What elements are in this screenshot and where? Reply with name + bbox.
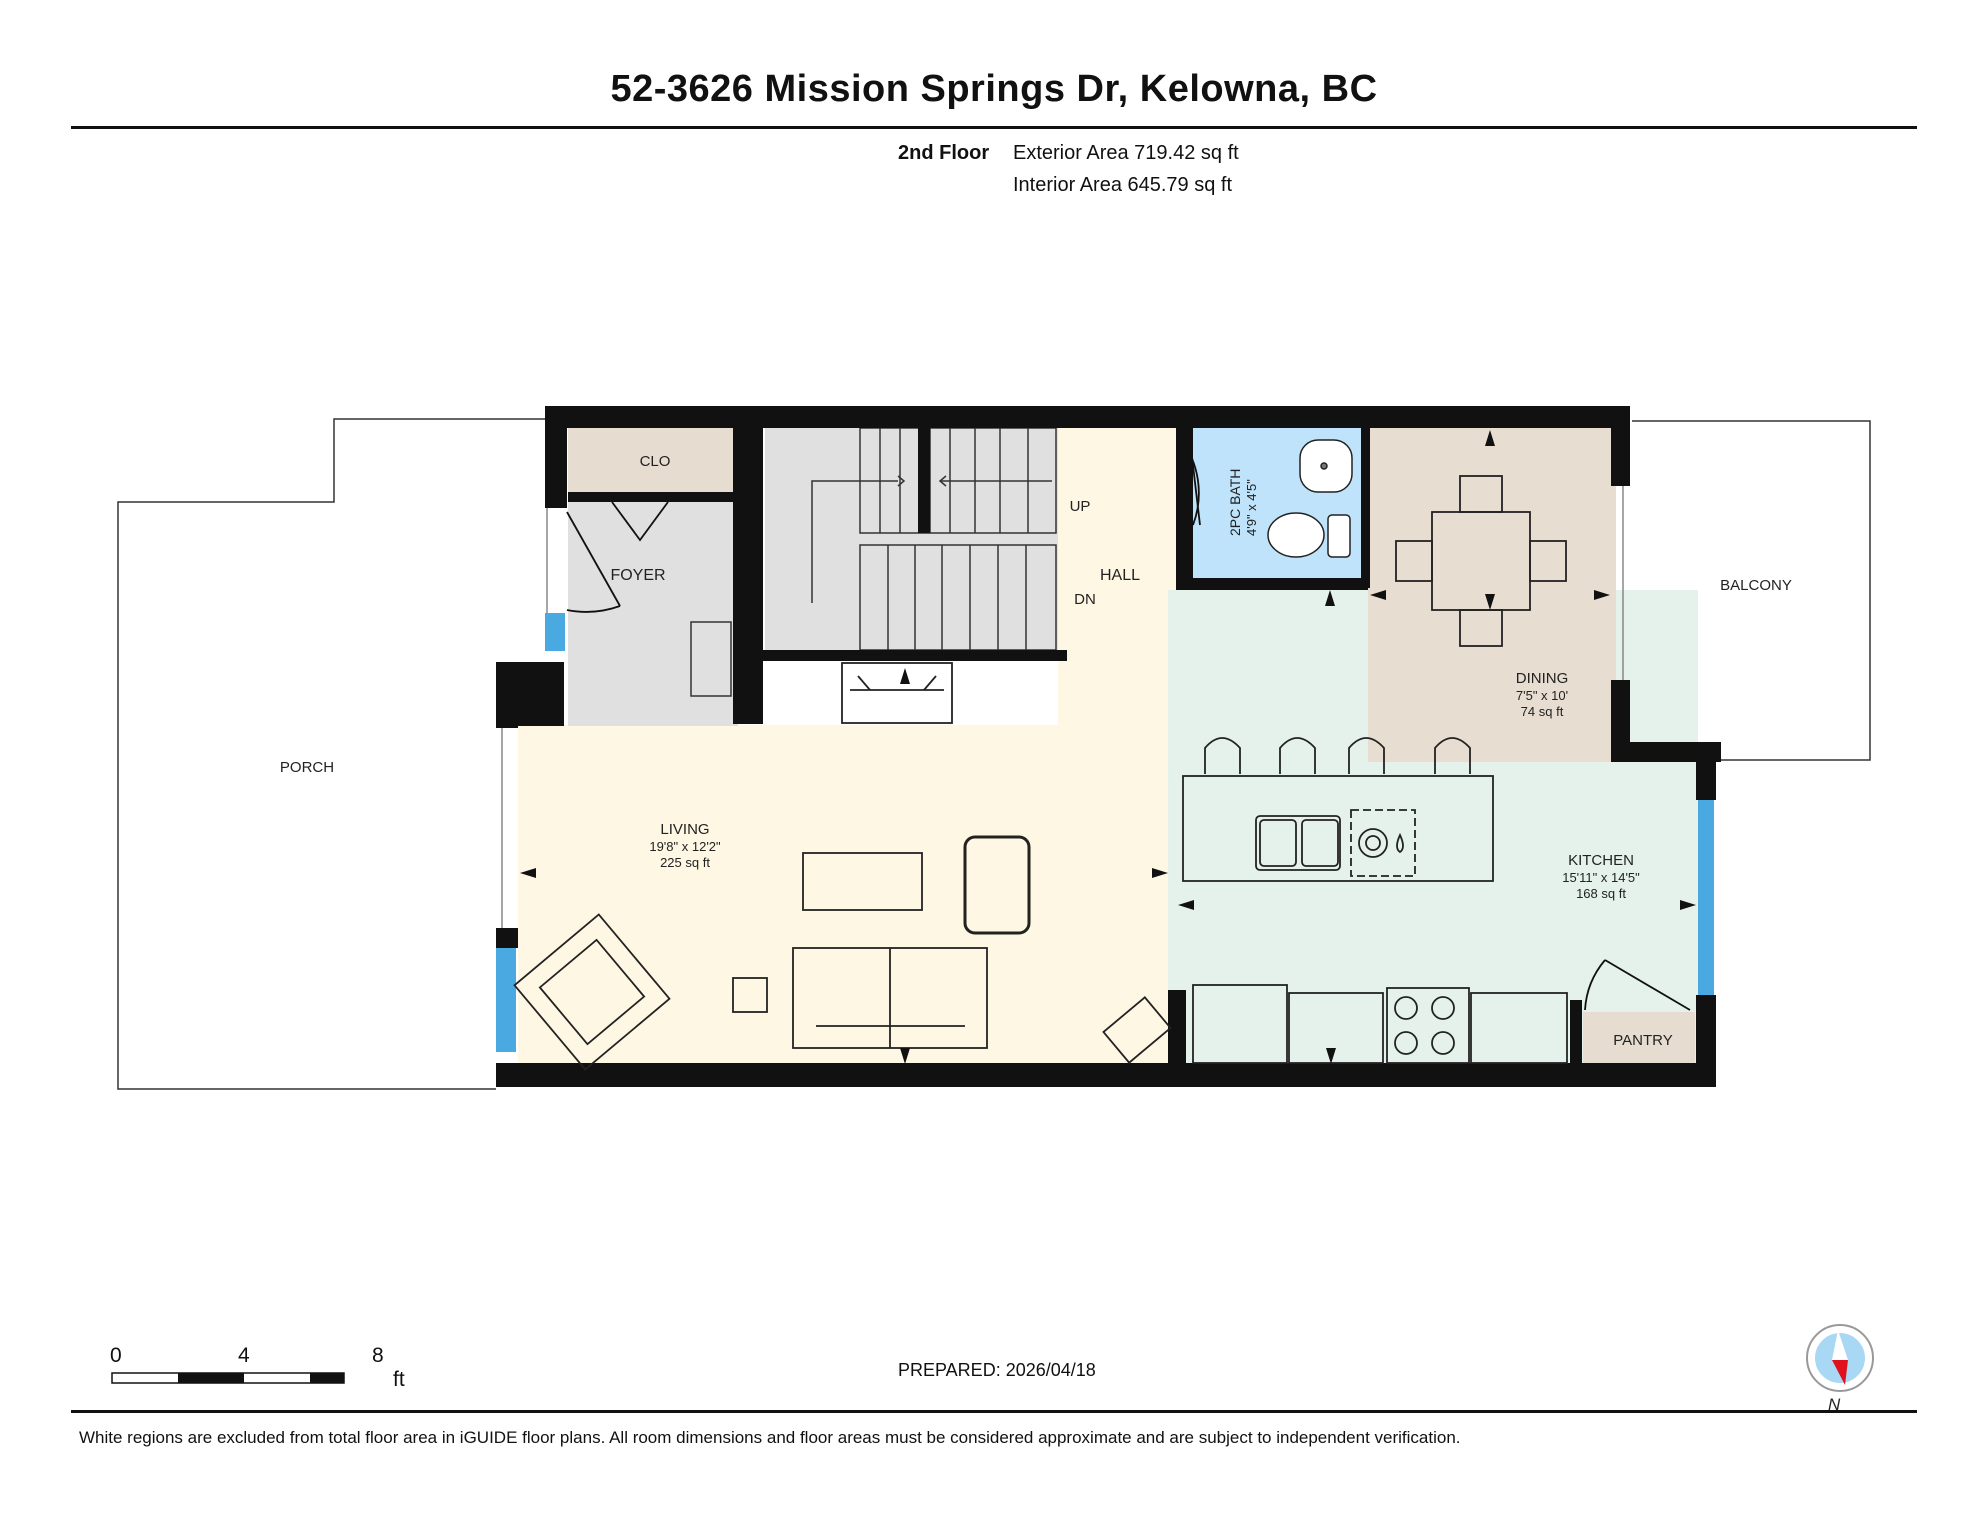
foyer-floor — [568, 502, 738, 726]
exterior-area: Exterior Area 719.42 sq ft — [1013, 142, 1239, 164]
walls — [496, 406, 1721, 1087]
scale-tick-0: 0 — [110, 1344, 122, 1367]
clo-label: CLO — [640, 453, 671, 470]
staircase — [811, 427, 1057, 651]
living-area: 225 sq ft — [660, 855, 710, 870]
address-title: 52-3626 Mission Springs Dr, Kelowna, BC — [610, 68, 1378, 110]
balcony-label: BALCONY — [1720, 577, 1792, 594]
compass-north-label: N — [1828, 1395, 1841, 1414]
up-label: UP — [1070, 498, 1091, 515]
living-label: LIVING — [660, 821, 709, 838]
interior-area: Interior Area 645.79 sq ft — [1013, 174, 1233, 196]
hall-kitchen-floor — [1180, 590, 1370, 730]
kitchen-area: 168 sq ft — [1576, 886, 1626, 901]
closet-floor — [568, 428, 742, 492]
living-dims: 19'8" x 12'2" — [649, 839, 721, 854]
dimension-arrows — [520, 430, 1696, 1064]
foyer-label: FOYER — [610, 567, 665, 584]
scale-tick-8: 8 — [372, 1344, 384, 1367]
pantry-floor — [1583, 1012, 1695, 1068]
floor-name: 2nd Floor — [898, 142, 990, 164]
prepared-date: PREPARED: 2026/04/18 — [898, 1360, 1096, 1380]
doors — [566, 437, 1691, 1011]
living-floor — [518, 725, 1168, 1068]
bath-fixtures — [1267, 439, 1353, 558]
porch-label: PORCH — [280, 759, 334, 776]
scale-unit: ft — [393, 1368, 405, 1391]
kitchen-counter — [1192, 984, 1568, 1064]
disclaimer-footnote: White regions are excluded from total fl… — [79, 1428, 1461, 1447]
pantry-label: PANTRY — [1613, 1032, 1672, 1049]
porch-outline — [117, 418, 545, 1090]
stairs-floor — [765, 428, 1058, 650]
kitchen-island — [1182, 737, 1494, 882]
hall-label: HALL — [1100, 567, 1140, 584]
bath-dims: 4'9" x 4'5" — [1244, 479, 1259, 536]
compass-icon: N — [1806, 1324, 1874, 1414]
dining-table — [1395, 475, 1567, 647]
bath-label: 2PC BATH — [1227, 469, 1243, 536]
dining-dims: 7'5" x 10' — [1516, 688, 1568, 703]
dining-label: DINING — [1516, 670, 1569, 687]
footer-divider — [71, 1410, 1917, 1413]
kitchen-dims: 15'11" x 14'5" — [1562, 870, 1640, 885]
balcony-outline — [1632, 420, 1871, 761]
windows — [496, 613, 1714, 1052]
scale-bar — [111, 1372, 345, 1384]
dining-area: 74 sq ft — [1521, 704, 1564, 719]
hall-floor — [1058, 428, 1180, 730]
header-divider — [71, 126, 1917, 129]
scale-tick-4: 4 — [238, 1344, 250, 1367]
kitchen-label: KITCHEN — [1568, 852, 1634, 869]
living-furniture — [513, 662, 1172, 1071]
dn-label: DN — [1074, 591, 1096, 608]
